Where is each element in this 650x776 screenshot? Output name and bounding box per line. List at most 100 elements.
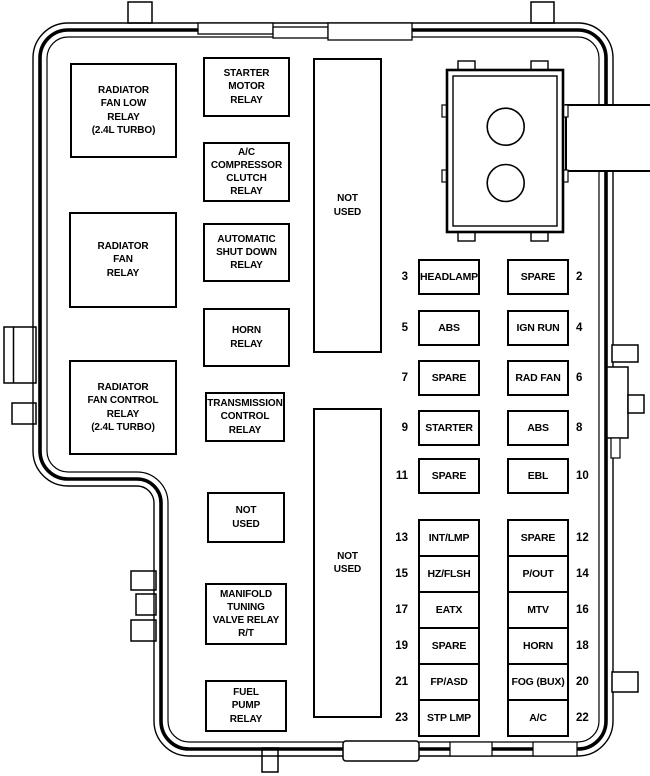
relay-starter-motor-label: STARTER MOTOR RELAY bbox=[223, 68, 270, 106]
slot-not-used-lower: NOT USED bbox=[313, 408, 382, 718]
fuse-number-7: 7 bbox=[401, 372, 408, 384]
top-edge-plate-2 bbox=[272, 26, 329, 39]
relay-transmission-control-label: TRANSMISSION CONTROL RELAY bbox=[207, 398, 283, 436]
fuse-number-23: 23 bbox=[395, 712, 408, 724]
relay-radiator-fan-control-label: RADIATOR FAN CONTROL RELAY (2.4L TURBO) bbox=[87, 382, 159, 433]
fuse-number-20: 20 bbox=[576, 676, 589, 688]
fuse-19-spare: SPARE bbox=[418, 627, 480, 665]
bottom-edge-step-1 bbox=[449, 741, 493, 757]
right-mount-bracket bbox=[606, 366, 629, 439]
fuse-number-14: 14 bbox=[576, 568, 589, 580]
fuse-17-label: EATX bbox=[435, 604, 463, 616]
relay-manifold-tuning-valve-label: MANIFOLD TUNING VALVE RELAY R/T bbox=[212, 588, 280, 640]
fuse-4-ign-run: IGN RUN bbox=[507, 310, 569, 346]
fuse-6-label: RAD FAN bbox=[515, 372, 561, 384]
slot-not-used-upper: NOT USED bbox=[313, 58, 382, 353]
relay-radiator-fan-label: RADIATOR FAN RELAY bbox=[97, 241, 149, 279]
bottom-small-tab bbox=[261, 747, 279, 773]
fuse-number-13: 13 bbox=[395, 532, 408, 544]
fuse-22-ac: A/C bbox=[507, 699, 569, 737]
fuse-10-label: EBL bbox=[527, 470, 549, 482]
fuse-13-label: INT/LMP bbox=[428, 532, 470, 544]
fuse-2-label: SPARE bbox=[520, 271, 556, 283]
fuse-20-fog-bux: FOG (BUX) bbox=[507, 663, 569, 701]
fuse-16-mtv: MTV bbox=[507, 591, 569, 629]
fuse-number-9: 9 bbox=[401, 422, 408, 434]
fuse-5-label: ABS bbox=[438, 322, 460, 334]
case-outline-inner bbox=[46, 36, 600, 743]
fuse-number-6: 6 bbox=[576, 372, 583, 384]
fuse-23-label: STP LMP bbox=[427, 712, 471, 724]
fuse-18-horn: HORN bbox=[507, 627, 569, 665]
fuse-11-spare: SPARE bbox=[418, 458, 480, 494]
fuse-15-hz-flsh: HZ/FLSH bbox=[418, 555, 480, 593]
fuse-12-label: SPARE bbox=[520, 532, 556, 544]
fuse-4-label: IGN RUN bbox=[516, 322, 560, 334]
fuse-8-label: ABS bbox=[527, 422, 549, 434]
fuse-number-12: 12 bbox=[576, 532, 589, 544]
fuse-21-fp-asd: FP/ASD bbox=[418, 663, 480, 701]
fuse-number-22: 22 bbox=[576, 712, 589, 724]
midleft-tab-3 bbox=[130, 619, 157, 642]
fuse-12-spare: SPARE bbox=[507, 519, 569, 557]
right-tab-upper bbox=[611, 344, 639, 363]
right-mount-bracket-stub bbox=[610, 437, 621, 459]
fuse-3-label: HEADLAMP bbox=[420, 271, 478, 283]
fuse-number-10: 10 bbox=[576, 470, 589, 482]
relay-slot-not-used: NOT USED bbox=[207, 492, 285, 543]
bottom-edge-slot bbox=[342, 740, 420, 762]
fuse-number-3: 3 bbox=[401, 271, 408, 283]
fuse-20-label: FOG (BUX) bbox=[511, 676, 565, 688]
fuse-number-21: 21 bbox=[395, 676, 408, 688]
fuse-number-2: 2 bbox=[576, 271, 583, 283]
fuse-11-label: SPARE bbox=[431, 470, 467, 482]
fuse-17-eatx: EATX bbox=[418, 591, 480, 629]
fuse-number-17: 17 bbox=[395, 604, 408, 616]
top-mount-tab-right bbox=[530, 1, 555, 24]
relay-ac-compressor-clutch-label: A/C COMPRESSOR CLUTCH RELAY bbox=[210, 146, 283, 198]
right-mount-arm bbox=[565, 104, 650, 172]
connector-cavity-bottom bbox=[486, 163, 526, 203]
relay-transmission-control: TRANSMISSION CONTROL RELAY bbox=[205, 392, 285, 442]
fuse-number-19: 19 bbox=[395, 640, 408, 652]
fuse-number-16: 16 bbox=[576, 604, 589, 616]
fuse-9-label: STARTER bbox=[425, 422, 473, 434]
relay-radiator-fan-low-label: RADIATOR FAN LOW RELAY (2.4L TURBO) bbox=[91, 85, 156, 136]
fuse-number-18: 18 bbox=[576, 640, 589, 652]
fuse-16-label: MTV bbox=[527, 604, 549, 616]
fuse-7-spare: SPARE bbox=[418, 360, 480, 396]
fuse-number-8: 8 bbox=[576, 422, 583, 434]
relay-fuel-pump-label: FUEL PUMP RELAY bbox=[229, 687, 263, 725]
fuse-number-5: 5 bbox=[401, 322, 408, 334]
connector-cavity-top bbox=[486, 107, 526, 146]
fuse-22-label: A/C bbox=[529, 712, 547, 724]
fuse-23-stp-lmp: STP LMP bbox=[418, 699, 480, 737]
top-edge-plate-1 bbox=[197, 22, 274, 35]
fuse-13-int-lmp: INT/LMP bbox=[418, 519, 480, 557]
relay-starter-motor: STARTER MOTOR RELAY bbox=[203, 57, 290, 117]
relay-automatic-shut-down: AUTOMATIC SHUT DOWN RELAY bbox=[203, 223, 290, 282]
fuse-18-label: HORN bbox=[522, 640, 554, 652]
fuse-14-p-out: P/OUT bbox=[507, 555, 569, 593]
fuse-7-label: SPARE bbox=[431, 372, 467, 384]
midleft-tab-2 bbox=[135, 593, 157, 616]
right-tab-lower bbox=[611, 671, 639, 693]
fuse-8-abs: ABS bbox=[507, 410, 569, 446]
slot-not-used-lower-label: NOT USED bbox=[333, 550, 362, 575]
relay-ac-compressor-clutch: A/C COMPRESSOR CLUTCH RELAY bbox=[203, 142, 290, 202]
relay-fuel-pump: FUEL PUMP RELAY bbox=[205, 680, 287, 732]
fuse-2-spare: SPARE bbox=[507, 259, 569, 295]
bottom-edge-step-2 bbox=[532, 741, 578, 757]
relay-automatic-shut-down-label: AUTOMATIC SHUT DOWN RELAY bbox=[216, 233, 277, 272]
relay-radiator-fan-low: RADIATOR FAN LOW RELAY (2.4L TURBO) bbox=[70, 63, 177, 158]
fuse-21-label: FP/ASD bbox=[430, 676, 468, 688]
case-outline-outer bbox=[32, 22, 614, 757]
midleft-tab-1 bbox=[130, 570, 157, 591]
top-edge-plate-3 bbox=[327, 22, 413, 41]
left-mount-bracket bbox=[3, 326, 37, 384]
left-small-tab bbox=[11, 402, 37, 425]
relay-horn: HORN RELAY bbox=[203, 308, 290, 367]
fuse-6-rad-fan: RAD FAN bbox=[507, 360, 569, 396]
